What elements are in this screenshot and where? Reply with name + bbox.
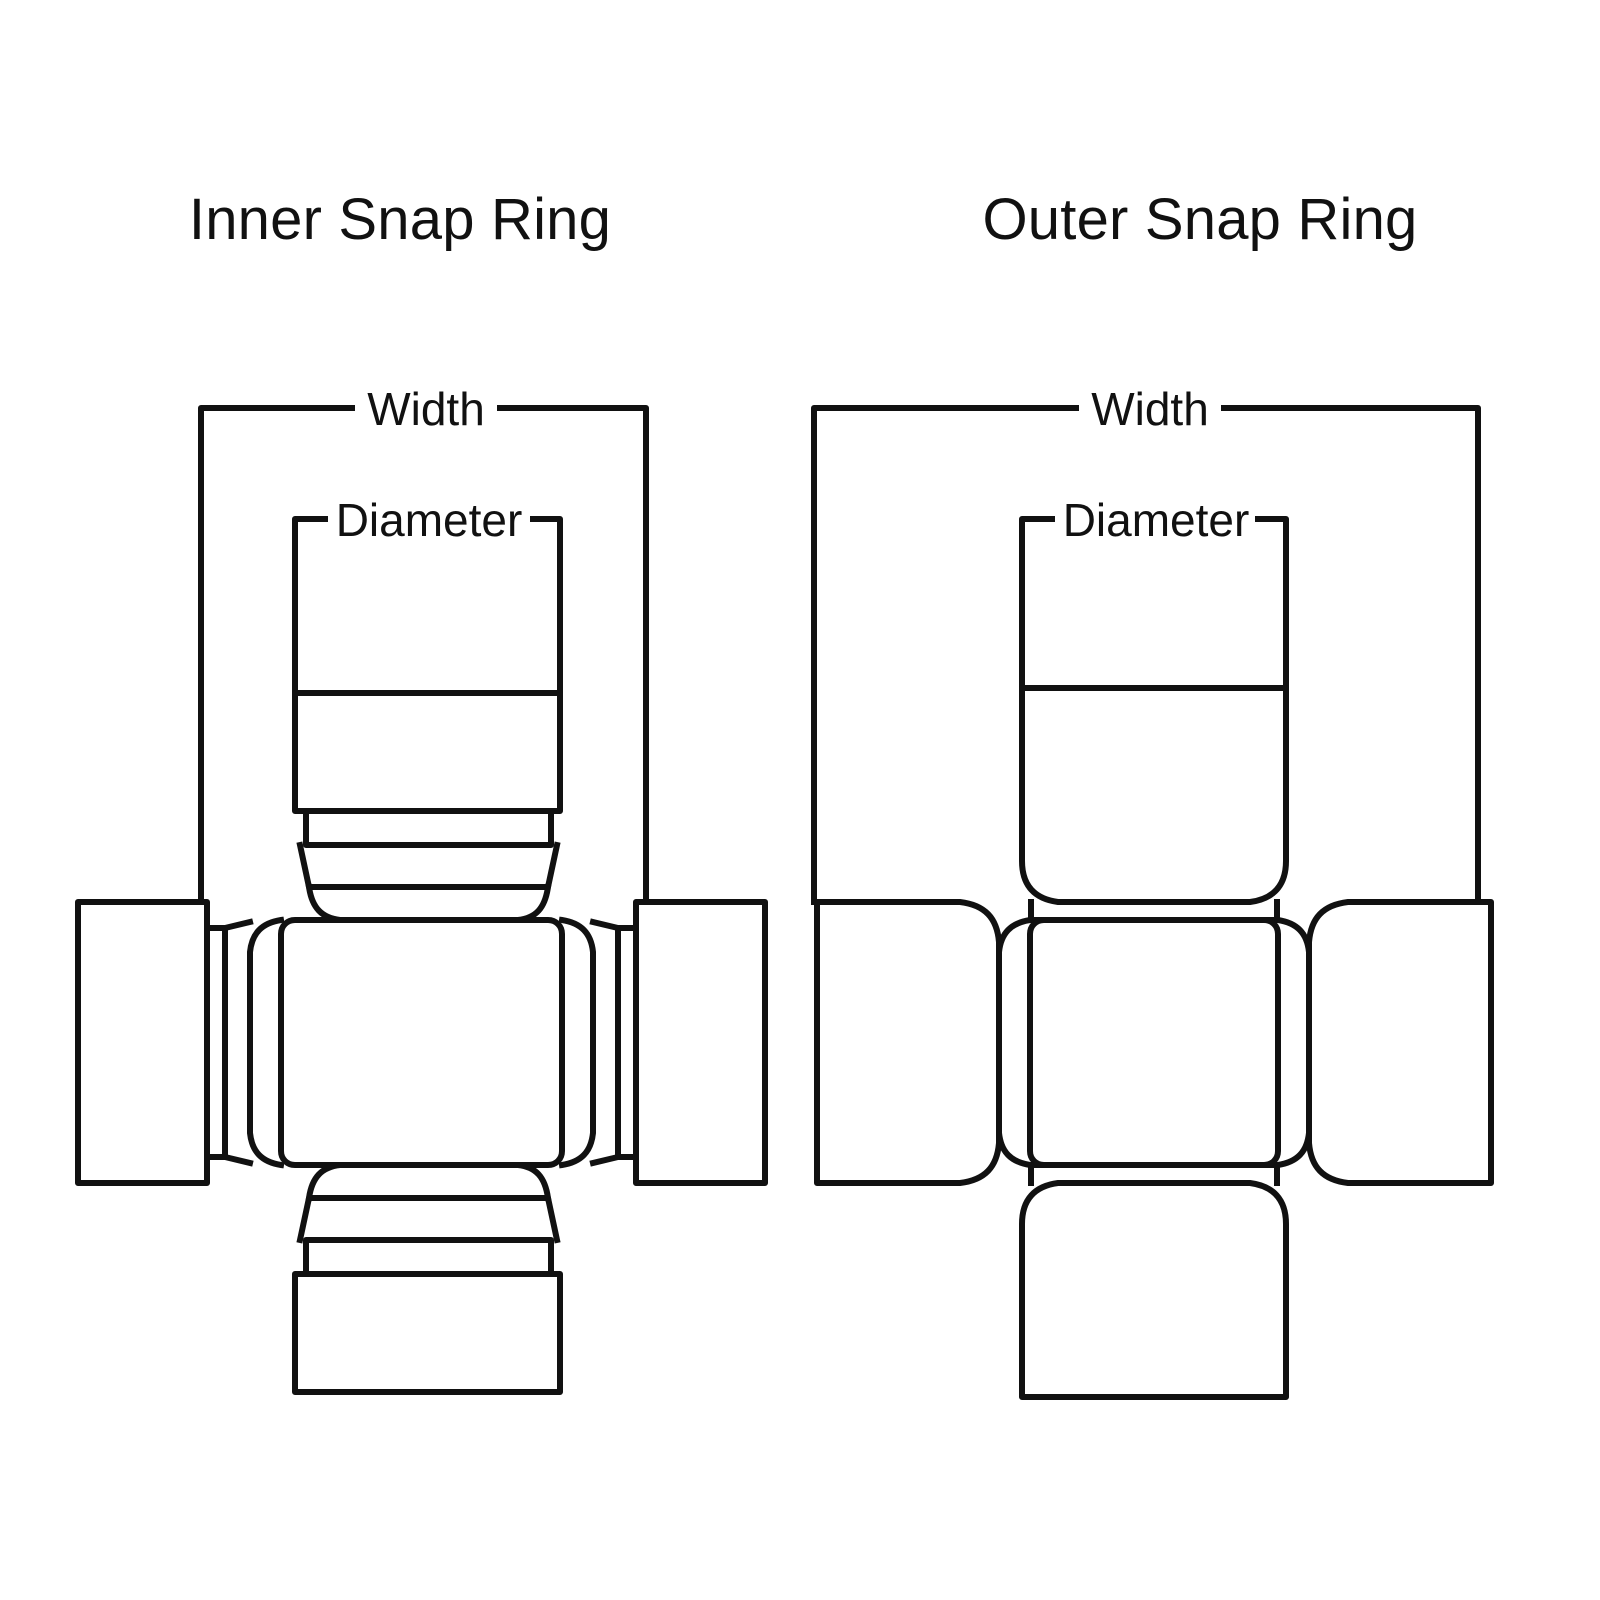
diameter-label-outer: Diameter [1062,494,1250,546]
bottom-bearing-cap-inner [292,1162,563,1395]
width-dimension-line-outer [811,405,1481,905]
width-label-inner: Width [367,383,485,435]
outer-snap-ring-drawing [811,405,1494,1400]
panel-title-outer: Outer Snap Ring [982,187,1418,252]
left-bearing-cap-inner [75,899,285,1186]
left-bearing-cap-outer [814,899,1034,1186]
panel-outer-snap-ring: Outer Snap Ring [800,0,1600,1600]
width-dimension-line-inner [198,405,649,905]
diameter-label-inner: Diameter [335,494,523,546]
right-bearing-cap-outer [1274,899,1494,1186]
diameter-dimension-line-outer [1019,516,1289,691]
center-cross-body-outer [1027,917,1281,1168]
diameter-dimension-line-inner [292,516,563,696]
top-bearing-cap-inner [292,690,563,923]
panel-title-inner: Inner Snap Ring [188,187,612,252]
top-bearing-cap-outer [1019,685,1289,923]
panel-inner-snap-ring: Inner Snap Ring [75,187,768,1395]
right-bearing-cap-inner [558,899,768,1186]
bottom-bearing-cap-outer [1019,1162,1289,1400]
width-label-outer: Width [1091,383,1209,435]
inner-snap-ring-drawing [75,405,768,1395]
center-cross-body-inner [278,917,565,1168]
